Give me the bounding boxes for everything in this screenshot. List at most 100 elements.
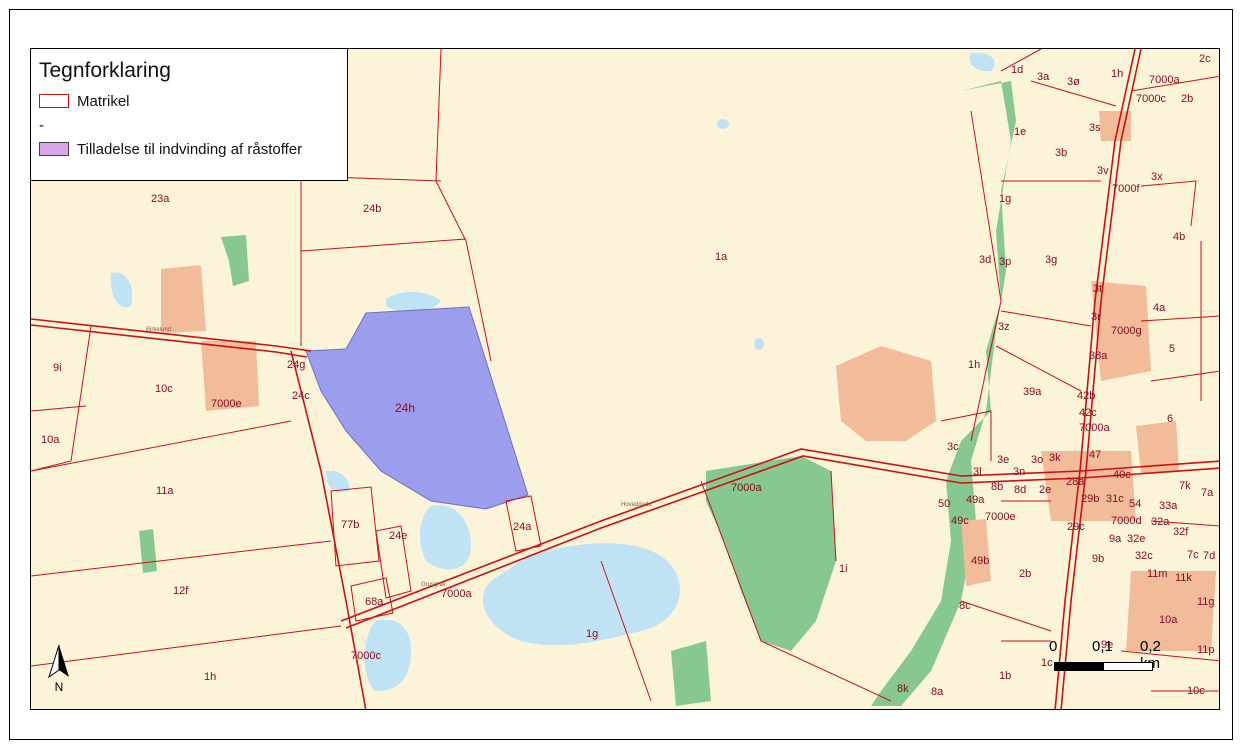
parcel-label: 3k [1049, 452, 1061, 464]
parcel-label: 3n [1013, 466, 1025, 478]
water-bodies [110, 52, 995, 691]
parcel-label: 32c [1135, 550, 1153, 562]
parcel-label: 3g [1045, 254, 1057, 266]
pond-west [110, 272, 133, 308]
parcel-label: 3a [1037, 71, 1050, 83]
parcel-label: 10a [41, 434, 60, 446]
parcel-label: 11a [156, 485, 174, 497]
parcel-label: 24c [292, 390, 310, 402]
legend-label: - [39, 116, 44, 134]
road-ns-b [1054, 49, 1136, 709]
north-arrow-icon: N [48, 644, 69, 694]
parcel-label: 68a [365, 596, 384, 608]
road-main-b [345, 455, 1219, 629]
parcel-label: 2e [1039, 484, 1051, 496]
parcel-label: 1a [715, 251, 728, 263]
village-south [1126, 571, 1216, 651]
parcel-label: 7000a [441, 588, 472, 600]
parcel-label: 3z [998, 321, 1010, 333]
lake-south [419, 505, 471, 570]
parcel-label: 1h [204, 671, 216, 683]
parcel-label: 29c [1067, 521, 1085, 533]
parcel-label: 7000f [1112, 183, 1140, 195]
parcel-label: 9b [1092, 553, 1104, 565]
scale-segment-white [1103, 662, 1153, 671]
parcel-swatch [39, 94, 69, 108]
parcel-label: 11p [1197, 644, 1215, 656]
parcel-label: 10a [1159, 614, 1178, 626]
parcel-label: 77b [341, 519, 359, 531]
parcel-label: 7000e [211, 398, 242, 410]
parcel-label: 7000d [1111, 515, 1142, 527]
houses-49 [961, 519, 991, 586]
road-label-1: Birkelund [146, 327, 171, 333]
parcel-label: 2c [1199, 53, 1211, 65]
parcel-label: 7000a [731, 482, 762, 494]
village-east [1136, 421, 1179, 473]
parcel-label: 11k [1175, 572, 1192, 584]
pond-small [326, 470, 350, 493]
permit-swatch [39, 142, 69, 156]
parcel-label: 8a [931, 686, 944, 698]
parcel-label: 33a [1159, 500, 1178, 512]
parcel-label: 3s [1089, 122, 1101, 134]
parcel-label: 24e [389, 530, 407, 542]
parcel-label: 24h [395, 401, 415, 415]
parcel-label: 10c [155, 383, 173, 395]
scale-tick-0: 0 [1049, 638, 1058, 655]
parcel-label: 3c [947, 441, 959, 453]
parcel-label: 47 [1089, 449, 1101, 461]
parcel-label: 49b [971, 555, 989, 567]
road-west [31, 318, 312, 352]
parcel-label: 32e [1127, 533, 1145, 545]
north-label: N [55, 680, 64, 694]
parcel-label: 2b [1181, 93, 1193, 105]
legend-item-matrikel: Matrikel [39, 89, 339, 113]
parcel-label: 39a [1023, 386, 1042, 398]
lake-southwest [364, 619, 411, 691]
parcel-label: 11g [1197, 596, 1215, 608]
parcel-label: 7000c [351, 650, 381, 662]
pond-north [386, 291, 441, 313]
parcel-label: 1c [1041, 657, 1053, 669]
parcel-label: 10c [1187, 685, 1205, 697]
road-label-3: Grusgrav [421, 582, 446, 588]
pond-tiny2 [754, 338, 764, 350]
farm-east [836, 346, 936, 441]
legend-label: Matrikel [77, 92, 130, 110]
parcel-labels: 1d 3a 3ø 1h 7000a 2c 7000c 2b 1e 3s 3b 3… [41, 53, 1215, 698]
parcel-label: 8b [991, 481, 1003, 493]
parcel-label: 32f [1173, 526, 1189, 538]
parcel-label: 2b [1019, 568, 1031, 580]
parcel-label: 3b [1055, 147, 1067, 159]
parcel-label: 1g [586, 628, 598, 640]
parcel-label: 1e [1014, 126, 1026, 138]
parcel-label: 7000a [1079, 422, 1110, 434]
parcel-label: 42b [1077, 390, 1095, 402]
permit-area [305, 306, 529, 510]
parcel-label: 3p [999, 256, 1011, 268]
road-label-2: Hovedgade [621, 502, 652, 508]
built-areas [161, 111, 1216, 651]
parcel-label: 8c [959, 600, 971, 612]
parcel-label: 11m [1147, 568, 1168, 580]
legend-item-separator: - [39, 113, 339, 137]
parcel-label: 38a [1089, 350, 1108, 362]
parcel-label: 7a [1201, 487, 1214, 499]
scale-segment-black [1054, 662, 1104, 671]
parcel-label: 6 [1167, 413, 1173, 425]
lake-large [482, 543, 680, 646]
legend-label: Tilladelse til indvinding af råstoffer [77, 140, 303, 158]
road-main [340, 448, 1219, 622]
parcel-label: 50 [938, 498, 950, 510]
pond-tiny [717, 119, 729, 129]
forest-central [706, 456, 836, 651]
parcel-label: 3e [997, 454, 1009, 466]
road-ns [1060, 49, 1142, 709]
scale-bar: 0 0,1 0,2 km [1040, 638, 1180, 678]
parcel-label: 7000e [985, 511, 1016, 523]
parcel-label: 12f [173, 585, 189, 597]
parcel-label: 24a [513, 521, 532, 533]
parcel-label: 3d [979, 254, 991, 266]
parcel-label: 42c [1079, 407, 1097, 419]
